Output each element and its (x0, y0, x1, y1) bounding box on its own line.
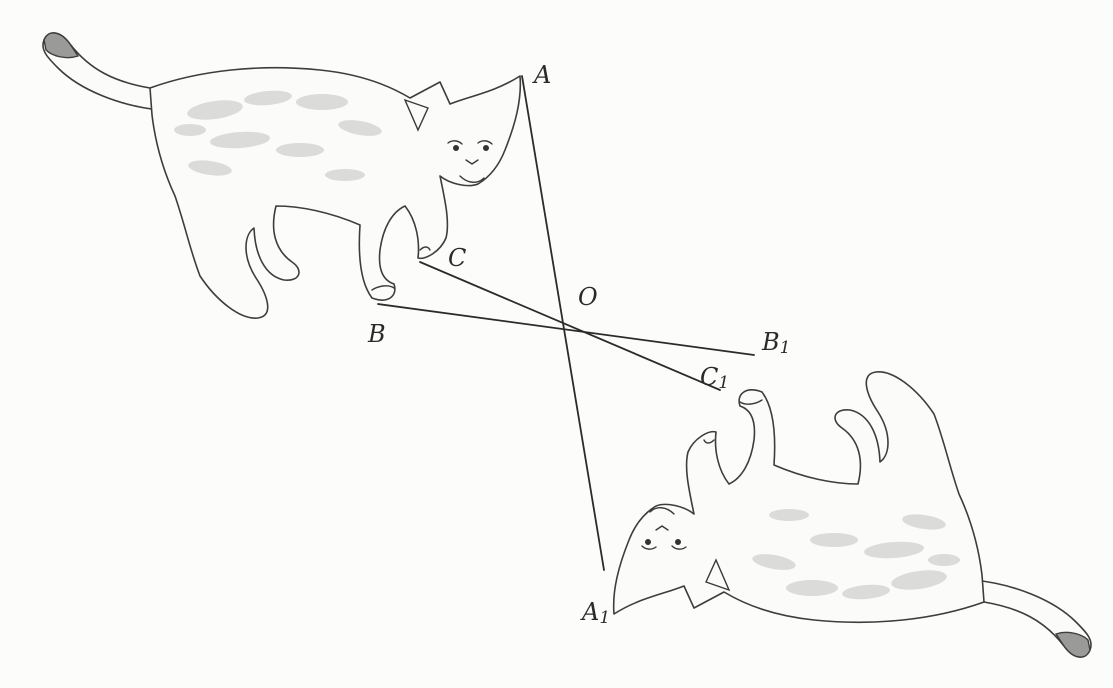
cat-tail-tip (43, 32, 80, 59)
label-b: B (367, 320, 386, 348)
cat-figure-reflected (612, 371, 1092, 658)
symmetry-segments (377, 75, 755, 571)
label-o: O (578, 283, 598, 311)
label-c1: C1 (700, 363, 729, 393)
cat-face (447, 140, 493, 183)
cat-figure (42, 32, 522, 319)
cat-fur-markings (174, 90, 382, 181)
label-b1: B1 (761, 328, 790, 358)
label-a: A (532, 61, 551, 89)
cat-ear (403, 98, 429, 132)
cat-body (149, 66, 522, 319)
cat-paw-b (371, 285, 395, 291)
cat-paw-c (419, 246, 431, 251)
label-a1: A1 (580, 598, 610, 628)
segment-b-b1 (377, 303, 755, 356)
point-labels: A C O B B1 C1 A1 (367, 61, 790, 628)
segment-c-c1 (419, 261, 721, 391)
label-c: C (448, 244, 466, 272)
